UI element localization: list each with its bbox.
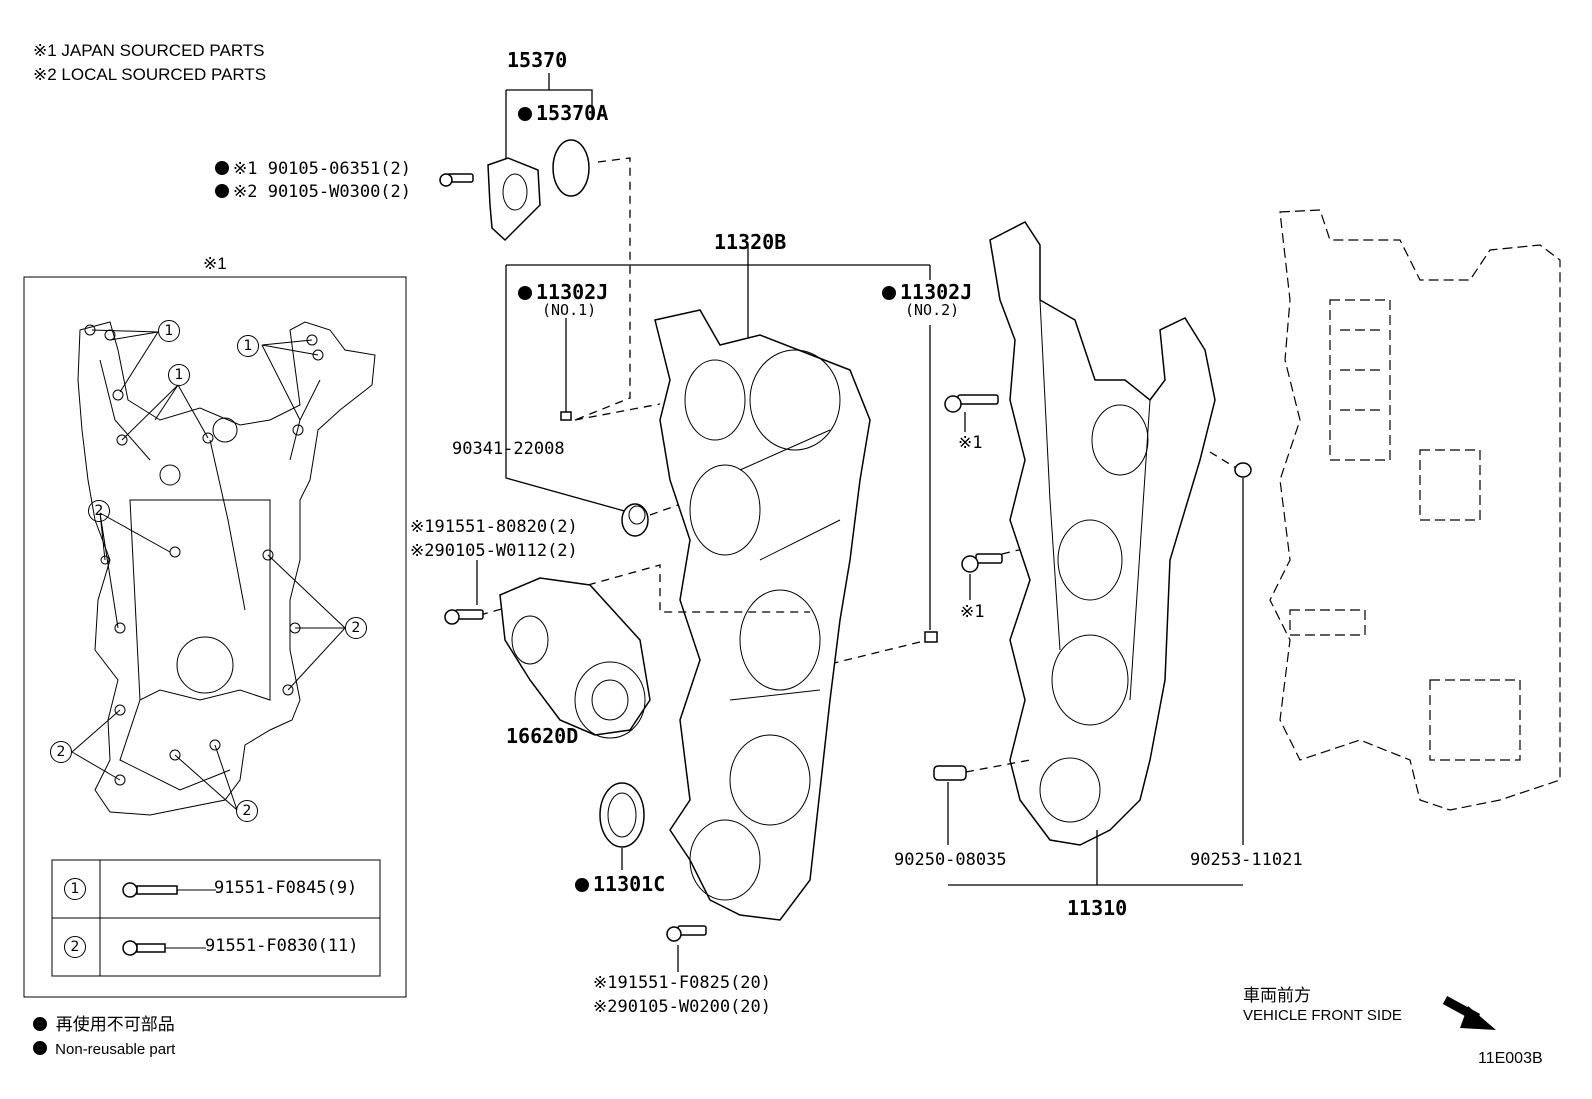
label-15370: 15370 (507, 48, 568, 72)
legend-jp: 再使用不可部品 (33, 1016, 175, 1033)
diagram-id: 11E003B (1478, 1050, 1543, 1067)
legend-en: Non-reusable part (33, 1041, 175, 1057)
label-bolt-b2: ※290105-W0112(2) (410, 541, 578, 561)
timing-cover-11320b (654, 309, 871, 921)
table-row-1-number: 1 (64, 878, 86, 900)
engine-block-ghost (1269, 209, 1561, 811)
front-side-jp: 車両前方 (1243, 986, 1311, 1005)
label-16620d: 16620D (506, 724, 579, 748)
label-jp-mark-lower: ※1 (960, 602, 985, 622)
label-90250-08035: 90250-08035 (894, 850, 1007, 870)
callout-1: 1 (168, 364, 190, 386)
label-jp-mark-upper: ※1 (958, 433, 983, 453)
label-bolt-b1: ※191551-80820(2) (410, 517, 578, 537)
bolt-jp-lower (961, 553, 1003, 573)
callout-2: 2 (88, 500, 110, 522)
inset-frame (23, 276, 407, 998)
inner-cover-11310 (989, 221, 1216, 846)
oil-seal-15370a (552, 139, 590, 197)
callout-2: 2 (345, 617, 367, 639)
label-bolt-c2: ※290105-W0200(20) (593, 997, 772, 1017)
label-bolt-a2: ※2 90105-W0300(2) (215, 184, 411, 201)
dowel-pin-90250 (933, 765, 967, 781)
bolt-91551-80820 (444, 609, 484, 625)
label-no2: (NO.2) (905, 301, 960, 319)
label-11302j-no1: 11302J (518, 282, 608, 302)
belt-tensioner-16620d (499, 577, 651, 739)
table-row-2-part: 91551-F0830(11) (205, 936, 359, 956)
inset-cover-outline (77, 321, 376, 816)
label-no1: (NO.1) (542, 301, 597, 319)
label-11302j-no2: 11302J (882, 282, 972, 302)
plug-90341-22008 (621, 503, 649, 537)
table-row-1-part: 91551-F0845(9) (214, 878, 358, 898)
label-90253-11021: 90253-11021 (1190, 850, 1303, 870)
bolt-short-icon (122, 940, 206, 956)
callout-1: 1 (158, 320, 180, 342)
callout-2: 2 (236, 800, 258, 822)
dowel-pin-11302j-no2 (924, 631, 938, 643)
dowel-pin-11302j-no1 (560, 411, 572, 421)
label-11310: 11310 (1067, 896, 1128, 920)
inset-leaders (71, 329, 346, 811)
note-local-sourced: ※2 LOCAL SOURCED PARTS (33, 65, 267, 84)
inset-mark: ※1 (203, 254, 227, 273)
front-side-en: VEHICLE FRONT SIDE (1243, 1007, 1402, 1024)
bolt-90105-06351 (439, 173, 474, 187)
label-90341-22008: 90341-22008 (452, 439, 565, 459)
label-bolt-c1: ※191551-F0825(20) (593, 973, 772, 993)
label-bolt-a1: ※1 90105-06351(2) (215, 161, 411, 178)
callout-1: 1 (237, 335, 259, 357)
note-japan-sourced: ※1 JAPAN SOURCED PARTS (33, 41, 265, 60)
bolt-jp-upper (944, 394, 999, 413)
crank-seal-11301c (599, 782, 645, 848)
bolt-91551-f0825 (666, 925, 707, 942)
label-11320b: 11320B (714, 230, 787, 254)
label-11301c: 11301C (575, 874, 665, 894)
label-15370a: 15370A (518, 103, 608, 123)
vehicle-front-arrow (1442, 996, 1496, 1030)
table-row-2-number: 2 (64, 936, 86, 958)
bolt-long-icon (122, 882, 216, 898)
callout-2: 2 (50, 741, 72, 763)
bracket-11320b (505, 247, 931, 513)
cam-housing-15370 (487, 157, 541, 242)
dowel-pin-90253 (1234, 462, 1252, 478)
